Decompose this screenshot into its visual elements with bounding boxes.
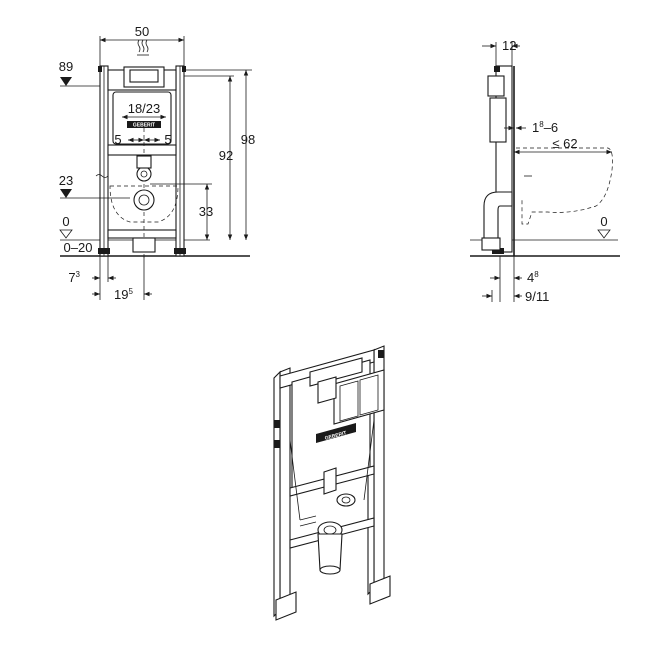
spacing-left-label: 5 [114,132,121,147]
outlet-height-label: 33 [199,204,213,219]
width-label: 50 [135,24,149,39]
iso-view: GEBERIT [273,345,391,621]
water-supply-icon [137,39,149,56]
front-drain-outlet [133,189,155,211]
iso-brand-text: GEBERIT [324,430,347,442]
drain-level-triangle-icon [60,189,72,198]
drain-level-label: 23 [59,173,73,188]
front-drain-pipe [132,237,156,253]
offset-label: 48 [527,270,539,285]
side-cistern-top [487,75,505,97]
floor-label: 0 [62,214,69,229]
wall-gap-label: 18–6 [532,120,558,135]
iso-left-foot [275,591,297,621]
front-cistern [112,91,172,145]
iso-brand-badge [316,423,356,443]
button-plate-label: 18/23 [128,101,161,116]
front-view: GEBERIT 18/23 5 5 50 89 98 92 [59,24,255,302]
front-water-icon [95,174,109,178]
top-height-label: 89 [59,59,73,74]
level-triangle-icon [60,77,72,86]
front-brand-text: GEBERIT [133,123,155,129]
iso-left-upright [279,367,291,611]
floor-triangle-icon [59,229,73,239]
bowl-length-label: ≤ 62 [552,136,577,151]
side-bowl-outline [516,147,613,225]
iso-right-foot [369,575,391,605]
front-supply-valve [136,166,152,182]
frame-height-label: 98 [241,132,255,147]
floor-range-label: 0–20 [64,240,93,255]
spacing-right-label: 5 [164,132,171,147]
front-brand-badge [127,121,161,128]
side-floor-triangle-icon [597,229,611,239]
depth-label: 12 [502,38,516,53]
front-bowl-outline [109,185,179,223]
iso-flush-plate [333,369,385,425]
side-view: 12 18–6 ≤ 62 0 48 9/11 [470,38,620,304]
side-floor-label: 0 [600,214,607,229]
iso-supply-fitting [336,493,356,507]
foot-offset-label: 73 [68,270,80,285]
drain-elbow-icon [483,191,513,247]
pipe-offset-label: 195 [114,287,133,302]
flush-plate-icon [129,69,159,83]
outlet-depth-label: 9/11 [525,289,549,304]
inner-height-label: 92 [219,148,233,163]
side-cistern [489,97,507,143]
